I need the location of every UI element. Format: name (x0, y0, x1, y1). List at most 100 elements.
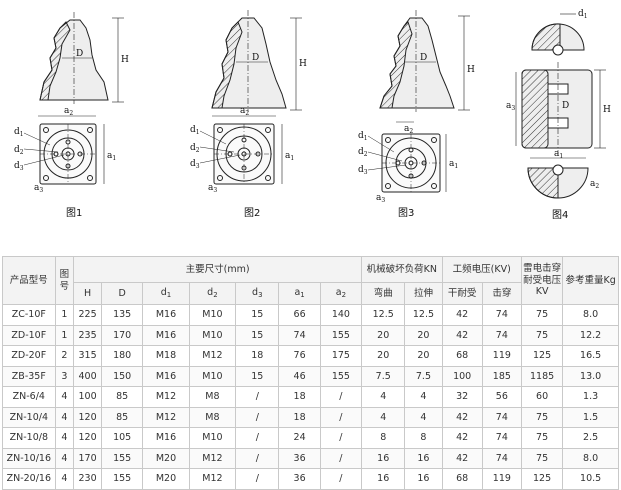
table-cell: 13.0 (562, 365, 619, 387)
fig3-label-a1: a1 (449, 159, 458, 170)
fig2-label-H: H (299, 59, 307, 69)
table-cell: 4 (54, 427, 75, 449)
table-cell: M16 (142, 365, 190, 387)
figure-4-caption: 图4 (552, 210, 569, 221)
fig2-label-a3: a3 (208, 183, 217, 194)
table-cell: 24 (278, 427, 321, 449)
table-cell: 4 (404, 406, 443, 428)
table-cell: 74 (481, 304, 522, 326)
fig2-label-a2: a2 (240, 106, 249, 117)
fig1-label-a3: a3 (34, 183, 43, 194)
fig4-side-view (515, 62, 606, 154)
table-cell: 75 (520, 447, 564, 469)
fig4-label-H: H (603, 105, 611, 115)
table-cell: 74 (481, 406, 522, 428)
table-cell: 125 (520, 468, 564, 490)
fig1-label-D: D (76, 49, 83, 59)
table-cell: 4 (404, 386, 443, 408)
table-cell: 120 (73, 427, 103, 449)
table-cell: 12.5 (404, 304, 443, 326)
header-a2: a2 (319, 282, 363, 305)
table-cell: 20 (361, 324, 406, 346)
table-cell: 4 (361, 386, 406, 408)
fig2-side-view (211, 10, 302, 112)
fig4-label-D: D (562, 101, 569, 111)
table-cell: 8 (404, 427, 443, 449)
table-cell: 155 (319, 365, 363, 387)
table-cell: 4 (54, 386, 75, 408)
fig3-label-d1: d1 (358, 131, 368, 142)
technical-drawings: D H a2 a1 d1 (14, 9, 611, 204)
table-cell: 155 (319, 324, 363, 346)
table-cell: / (235, 406, 280, 428)
table-cell: 10.5 (562, 468, 619, 490)
table-cell: 119 (481, 468, 522, 490)
table-cell: 85 (101, 386, 144, 408)
fig4-label-a3: a3 (506, 101, 515, 112)
table-cell: 12.2 (562, 324, 619, 346)
table-cell: / (319, 406, 363, 428)
table-cell: 20 (404, 324, 443, 346)
table-cell: 75 (520, 427, 564, 449)
header-dry: 干耐受 (441, 282, 483, 305)
table-cell: 36 (278, 447, 321, 469)
header-model: 产品型号 (2, 256, 56, 305)
header-main-dims: 主要尺寸(mm) (73, 256, 363, 283)
table-cell: ZN-20/16 (2, 468, 56, 490)
header-tensile: 拉伸 (404, 282, 443, 305)
table-cell: 20 (404, 345, 443, 367)
table-cell: 75 (520, 406, 564, 428)
fig2-label-d2: d2 (190, 143, 200, 154)
table-cell: 15 (235, 304, 280, 326)
table-cell: 8.0 (562, 304, 619, 326)
table-cell: 1 (54, 324, 75, 346)
table-cell: 155 (101, 447, 144, 469)
fig3-side-view (379, 10, 470, 123)
table-cell: 16 (361, 447, 406, 469)
table-cell: 16 (361, 468, 406, 490)
table-cell: 400 (73, 365, 103, 387)
fig2-label-d1: d1 (190, 125, 200, 136)
table-cell: M8 (188, 386, 237, 408)
fig2-plan-view (199, 115, 283, 185)
table-cell: 8.0 (562, 447, 619, 469)
table-cell: M20 (142, 447, 190, 469)
fig4-label-d1: d1 (578, 9, 588, 20)
table-cell: 66 (278, 304, 321, 326)
header-H: H (73, 282, 103, 305)
table-cell: 1.3 (562, 386, 619, 408)
header-bend: 弯曲 (361, 282, 406, 305)
table-cell: 225 (73, 304, 103, 326)
table-cell: 3 (54, 365, 75, 387)
table-cell: 18 (278, 406, 321, 428)
table-cell: 7.5 (404, 365, 443, 387)
page: D H a2 a1 d1 (2, 9, 619, 490)
table-cell: ZD-10F (2, 324, 56, 346)
table-cell: ZN-10/8 (2, 427, 56, 449)
table-cell: 1185 (520, 365, 564, 387)
table-cell: / (319, 386, 363, 408)
table-cell: 46 (278, 365, 321, 387)
figure-1: D H a2 a1 d1 (14, 12, 129, 194)
table-cell: 56 (481, 386, 522, 408)
table-cell: 85 (101, 406, 144, 428)
table-cell: M12 (188, 345, 237, 367)
table-cell: 68 (441, 345, 483, 367)
table-cell: ZC-10F (2, 304, 56, 326)
fig2-label-D: D (252, 53, 259, 63)
table-cell: M20 (142, 468, 190, 490)
table-cell: 100 (73, 386, 103, 408)
fig4-label-a2: a2 (590, 179, 599, 190)
table-cell: 315 (73, 345, 103, 367)
table-cell: M10 (188, 365, 237, 387)
table-cell: 32 (441, 386, 483, 408)
table-cell: 4 (54, 447, 75, 469)
